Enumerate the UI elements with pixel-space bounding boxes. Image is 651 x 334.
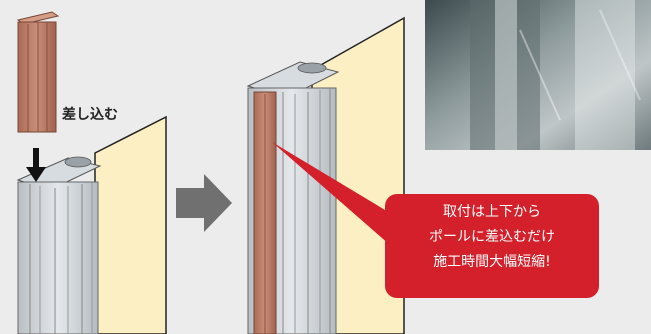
- callout-text: 取付は上下から ポールに差込むだけ 施工時間大幅短縮!: [393, 200, 591, 275]
- wood-insert-piece: [16, 11, 60, 133]
- callout-box: [385, 194, 599, 298]
- insert-label: 差し込む: [62, 107, 118, 123]
- callout-pointer: [272, 142, 405, 245]
- left-wall-panel: [94, 115, 167, 334]
- down-arrow-icon: [26, 148, 46, 182]
- right-pole: [246, 61, 340, 334]
- left-pole: [16, 156, 102, 334]
- callout-line-1: 取付は上下から: [443, 204, 541, 220]
- pole-photo: [425, 0, 651, 150]
- callout-line-3: 施工時間大幅短縮!: [433, 254, 551, 270]
- callout-line-2: ポールに差込むだけ: [429, 229, 555, 245]
- right-arrow-icon: [176, 174, 232, 232]
